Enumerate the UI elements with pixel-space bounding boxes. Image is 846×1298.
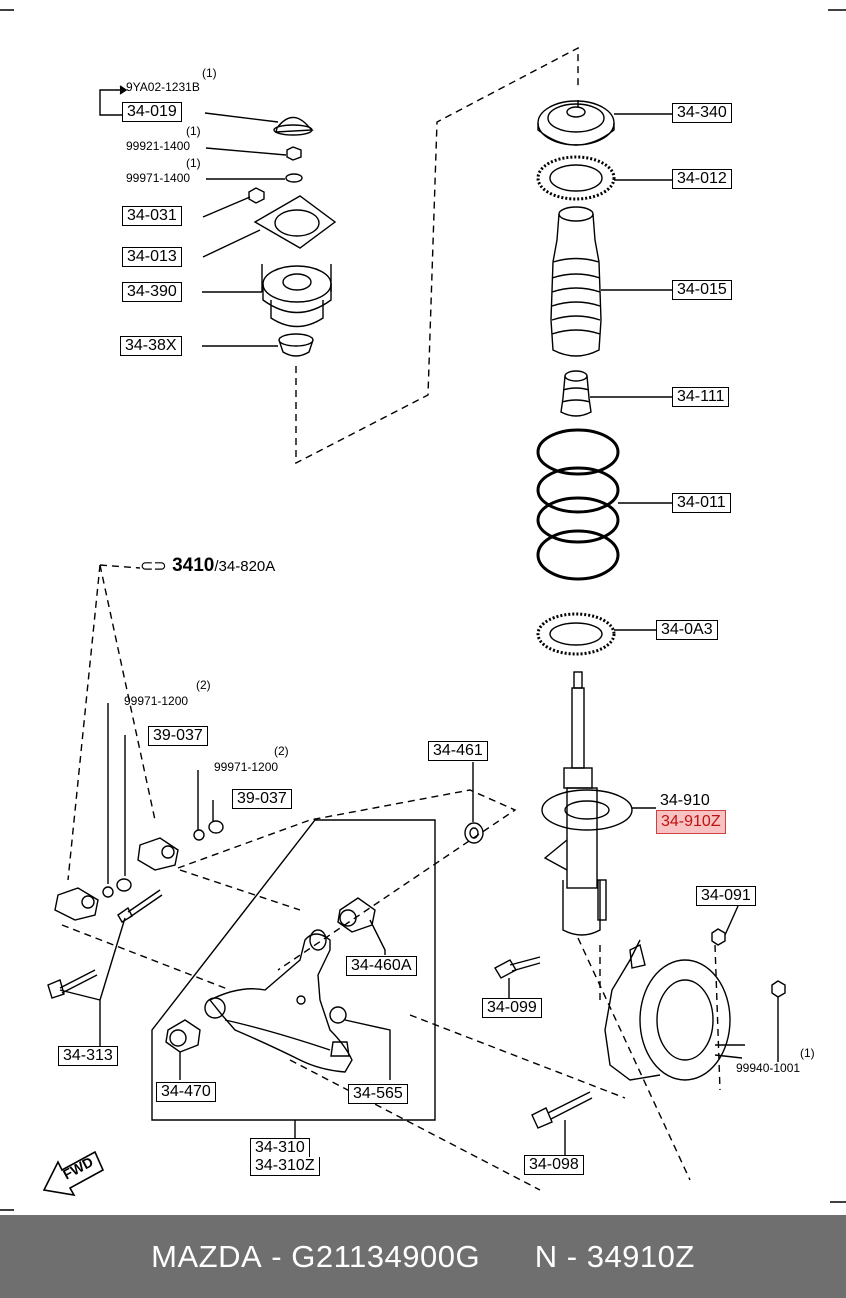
part-label-34-0a3[interactable]: 34-0A3 bbox=[656, 620, 718, 640]
mount-assembly-drawing bbox=[99, 85, 337, 357]
note-99971-1200b: 99971-1200 bbox=[214, 760, 279, 774]
part-label-34-313[interactable]: 34-313 bbox=[58, 1046, 118, 1066]
qty-99971-1400: (1) bbox=[186, 156, 201, 170]
part-label-39-037-b[interactable]: 39-037 bbox=[232, 789, 292, 809]
qty-99940: (1) bbox=[800, 1046, 815, 1060]
note-99940: 99940-1001 bbox=[736, 1061, 801, 1075]
part-label-34-470[interactable]: 34-470 bbox=[156, 1082, 216, 1102]
part-label-34-310z[interactable]: 34-310Z bbox=[250, 1157, 320, 1176]
assembly-ref-sub: /34-820A bbox=[214, 558, 276, 575]
assembly-ref-main: 3410 bbox=[172, 555, 215, 576]
dashed-guide-lines bbox=[61, 46, 721, 1191]
part-label-34-111[interactable]: 34-111 bbox=[672, 387, 730, 407]
part-label-34-099[interactable]: 34-099 bbox=[482, 998, 542, 1018]
part-label-34-098[interactable]: 34-098 bbox=[524, 1155, 584, 1175]
part-label-34-910z[interactable]: 34-910Z bbox=[656, 810, 726, 834]
control-arm-drawing bbox=[42, 703, 484, 1197]
part-label-34-013[interactable]: 34-013 bbox=[122, 247, 182, 267]
part-label-34-015[interactable]: 34-015 bbox=[672, 280, 732, 300]
part-label-34-910[interactable]: 34-910 bbox=[660, 792, 710, 809]
footer-brand: MAZDA bbox=[151, 1238, 263, 1274]
note-99921: 99921-1400 bbox=[126, 139, 191, 153]
footer-ref-number: N - 34910Z bbox=[534, 1238, 695, 1274]
exploded-parts-diagram bbox=[0, 9, 846, 1211]
footer-part-number: G21134900G bbox=[291, 1238, 481, 1274]
part-label-34-390[interactable]: 34-390 bbox=[122, 282, 182, 302]
part-label-34-091[interactable]: 34-091 bbox=[696, 886, 756, 906]
note-9ya02: 9YA02-1231B bbox=[126, 80, 200, 94]
qty-99921: (1) bbox=[186, 124, 201, 138]
part-label-34-011[interactable]: 34-011 bbox=[672, 493, 731, 513]
part-label-34-38x[interactable]: 34-38X bbox=[120, 336, 182, 356]
part-label-34-012[interactable]: 34-012 bbox=[672, 169, 732, 189]
note-99971-1200a: 99971-1200 bbox=[124, 694, 189, 708]
part-label-39-037-a[interactable]: 39-037 bbox=[148, 726, 208, 746]
qty-99971-1200a: (2) bbox=[196, 678, 211, 692]
strut-stack-drawing bbox=[494, 100, 786, 1155]
footer-bar: MAZDA - G21134900G N - 34910Z bbox=[0, 1215, 846, 1298]
part-label-34-460a[interactable]: 34-460A bbox=[346, 956, 417, 976]
qty-99971-1200b: (2) bbox=[274, 744, 289, 758]
assembly-reference[interactable]: ⊂⊃ 3410/34-820A bbox=[140, 555, 275, 577]
part-label-34-340[interactable]: 34-340 bbox=[672, 103, 732, 123]
arrow-glyph-icon: ⊂⊃ bbox=[140, 558, 167, 575]
part-label-34-019[interactable]: 34-019 bbox=[122, 102, 182, 122]
part-label-34-461[interactable]: 34-461 bbox=[428, 741, 488, 761]
part-label-34-031[interactable]: 34-031 bbox=[122, 206, 182, 226]
qty-9ya02: (1) bbox=[202, 66, 217, 80]
part-label-34-565[interactable]: 34-565 bbox=[348, 1084, 408, 1104]
note-99971-1400: 99971-1400 bbox=[126, 171, 191, 185]
part-label-34-310[interactable]: 34-310 bbox=[250, 1138, 310, 1158]
